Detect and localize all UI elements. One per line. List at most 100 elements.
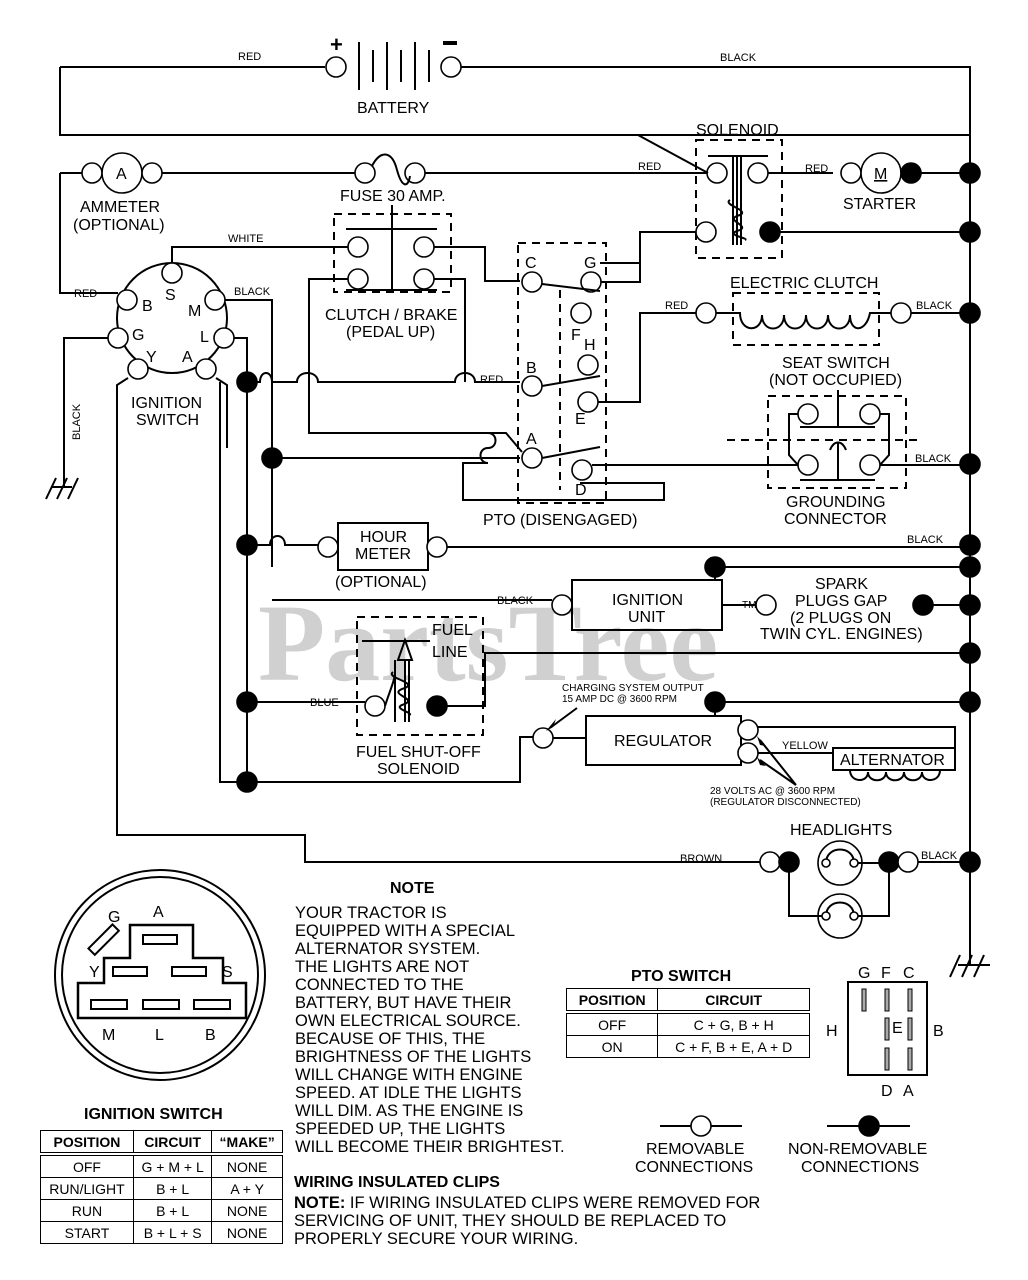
wire-label: BLUE [310, 697, 339, 709]
note-title: NOTE [390, 880, 435, 897]
ignition-unit: IGNITION UNIT BLACK SPARK PLUGS GAP (2 P… [497, 556, 970, 643]
wire-label: WHITE [228, 233, 263, 245]
spark-plugs-note: (2 PLUGS ON [790, 610, 891, 627]
pto-face-d: D [881, 1083, 893, 1100]
solenoid: SOLENOID RED [600, 122, 970, 264]
col-header: POSITION [40, 1130, 134, 1156]
ign-terminal-s: S [165, 287, 176, 304]
ign-terminal-a: A [182, 349, 193, 366]
clips-note: NOTE: IF WIRING INSULATED CLIPS WERE REM… [294, 1194, 760, 1248]
non-removable-connection-icon [858, 1115, 880, 1137]
charging-output-label: CHARGING SYSTEM OUTPUT [562, 683, 704, 694]
pto-face-a: A [903, 1083, 914, 1100]
left-bus: RED [219, 371, 552, 793]
cell: OFF [40, 1153, 134, 1178]
cell: OFF [565, 1011, 659, 1036]
wire-label: BROWN [680, 853, 722, 865]
wire-label: RED [74, 288, 97, 300]
pto-face-g: G [858, 965, 870, 982]
wire-label: BLACK [907, 534, 944, 546]
starter: M STARTER [840, 152, 970, 213]
ign-terminal-m: M [188, 303, 201, 320]
face-terminal-s: S [222, 964, 233, 981]
pto-face-e: E [892, 1020, 903, 1037]
cell: NONE [211, 1153, 283, 1178]
alternator-voltage-note: (REGULATOR DISCONNECTED) [710, 797, 861, 808]
col-header: “MAKE” [211, 1130, 283, 1156]
cell: RUN [40, 1199, 134, 1222]
cell: B + L [132, 1177, 213, 1200]
pto-terminal-b: B [526, 360, 537, 377]
electric-clutch: ELECTRIC CLUTCH BLACK [695, 275, 970, 346]
ground-icon [949, 954, 990, 978]
ignition-switch-face: G A Y S M L B [54, 869, 266, 1081]
hour-meter-optional: (OPTIONAL) [335, 574, 427, 591]
battery: + BATTERY RED BLACK [59, 32, 971, 965]
col-header: POSITION [565, 988, 659, 1014]
pto-face-h: H [826, 1023, 838, 1040]
legend-non-removable: NON-REMOVABLE [788, 1141, 927, 1158]
col-header: CIRCUIT [657, 988, 810, 1014]
electric-clutch-label: ELECTRIC CLUTCH [730, 275, 878, 292]
wire-label: BLACK [916, 300, 953, 312]
ignition-switch-label: IGNITION [131, 395, 202, 412]
wire-label: BLACK [497, 595, 534, 607]
wire-label: RED [238, 51, 261, 63]
legend: REMOVABLE CONNECTIONS NON-REMOVABLE CONN… [635, 1115, 927, 1176]
cell: A + Y [211, 1177, 283, 1200]
pto-switch: C G F H B E A D PTO (DISENGAGED) RED [310, 232, 800, 529]
note-line: THE LIGHTS ARE NOT [295, 958, 470, 976]
note-line: BATTERY, BUT HAVE THEIR [295, 994, 512, 1012]
cell: C + F, B + E, A + D [657, 1035, 810, 1058]
pto-terminal-f: F [571, 327, 581, 344]
cell: START [40, 1221, 134, 1244]
ammeter: A AMMETER (OPTIONAL) [59, 152, 165, 294]
alternator-voltage: 28 VOLTS AC @ 3600 RPM [710, 786, 835, 797]
cell: NONE [211, 1199, 283, 1222]
face-terminal-g: G [108, 909, 120, 926]
pto-terminal-e: E [575, 411, 586, 428]
hour-meter: HOUR METER (OPTIONAL) BLACK [317, 522, 970, 591]
note-line: BRIGHTNESS OF THE LIGHTS [295, 1048, 532, 1066]
fuse: FUSE 30 AMP. RED [162, 153, 708, 205]
face-terminal-l: L [155, 1027, 164, 1044]
note-line: WILL DIM. AS THE ENGINE IS [295, 1102, 524, 1120]
charging-output-value: 15 AMP DC @ 3600 RPM [562, 694, 677, 705]
note-line: OWN ELECTRICAL SOURCE. [295, 1012, 521, 1030]
ignition-switch-label-2: SWITCH [136, 412, 199, 429]
wire-label: BLACK [720, 52, 757, 64]
watermark: PartsTree [258, 582, 718, 704]
face-terminal-a: A [153, 904, 164, 921]
seat-switch: SEAT SWITCH (NOT OCCUPIED) GROUNDING CON… [727, 355, 970, 528]
clips-title: WIRING INSULATED CLIPS [294, 1174, 500, 1191]
headlights-label: HEADLIGHTS [790, 822, 892, 839]
pto-terminal-c: C [525, 255, 537, 272]
clips-line: SERVICING OF UNIT, THEY SHOULD BE REPLAC… [294, 1212, 727, 1230]
spark-plugs-gap: PLUGS GAP [795, 593, 887, 610]
wire-label: RED [665, 300, 688, 312]
wire-label: RED [805, 163, 828, 175]
ignition-unit-label: IGNITION [612, 592, 683, 609]
clutch-brake-switch: CLUTCH / BRAKE (PEDAL UP) WHITE [171, 205, 665, 501]
ammeter-symbol: A [116, 166, 127, 183]
fuel-solenoid: FUEL LINE FUEL SHUT-OFF SOLENOID BLUE [310, 616, 970, 778]
alternator-label: ALTERNATOR [840, 752, 945, 769]
starter-label: STARTER [843, 196, 916, 213]
note-line: WILL BECOME THEIR BRIGHTEST. [295, 1138, 565, 1156]
battery-plus: + [330, 32, 343, 57]
face-terminal-y: Y [89, 964, 100, 981]
note-line: ALTERNATOR SYSTEM. [295, 940, 481, 958]
note-line: CONNECTED TO THE [295, 976, 464, 994]
pto-terminal-h: H [584, 337, 596, 354]
note-line: WILL CHANGE WITH ENGINE [295, 1066, 523, 1084]
ign-terminal-b: B [142, 298, 153, 315]
note-line: SPEED. AT IDLE THE LIGHTS [295, 1084, 522, 1102]
fuel-label: FUEL [432, 622, 473, 639]
note-line: BECAUSE OF THIS, THE [295, 1030, 486, 1048]
ign-terminal-y: Y [146, 349, 157, 366]
